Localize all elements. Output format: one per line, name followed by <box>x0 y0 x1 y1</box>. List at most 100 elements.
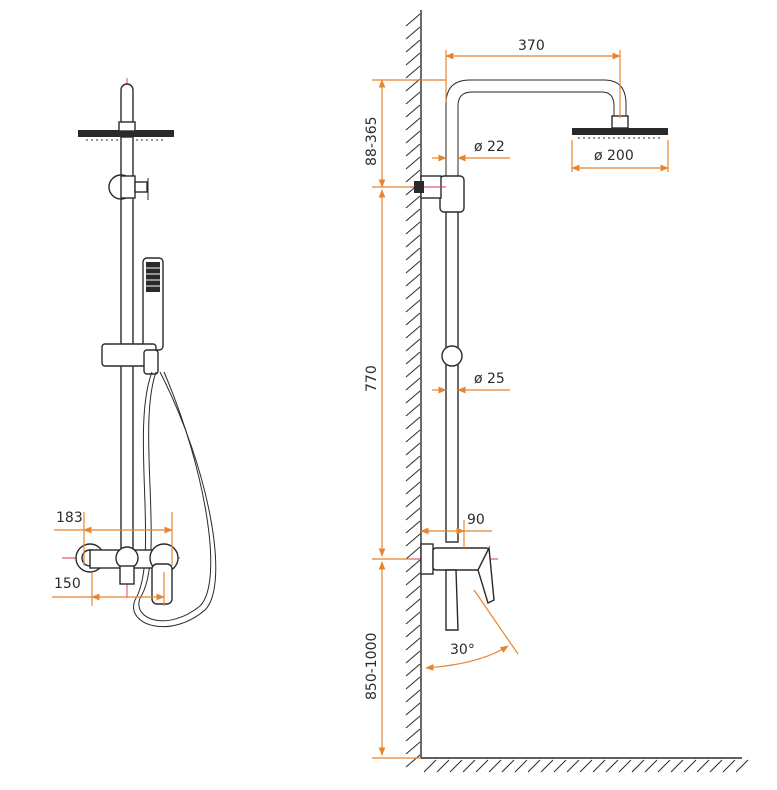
front-arm-stub <box>120 83 134 127</box>
floor-hatch-stroke <box>683 759 697 773</box>
floor-hatch-stroke <box>670 759 684 773</box>
wall-hatch-stroke <box>405 455 421 469</box>
floor-hatch-stroke <box>605 759 619 773</box>
front-mixer-lever <box>151 563 173 605</box>
wall-hatch-stroke <box>405 195 421 209</box>
floor-hatch-stroke <box>527 759 541 773</box>
dim-label-head-diameter: ø 200 <box>594 148 634 164</box>
floor-hatch-stroke <box>735 759 749 773</box>
dim-label-150: 150 <box>54 576 81 592</box>
wall-hatch-stroke <box>405 234 421 248</box>
wall-hatch-stroke <box>405 247 421 261</box>
dim-label-370: 370 <box>518 38 545 54</box>
floor-hatch-stroke <box>501 759 515 773</box>
wall-hatch-stroke <box>405 533 421 547</box>
angle-label-30: 30° <box>450 642 475 658</box>
floor-hatch-stroke <box>514 759 528 773</box>
dim-label-850-1000: 850-1000 <box>364 633 380 700</box>
wall-hatch-stroke <box>405 520 421 534</box>
wall-hatch-stroke <box>405 429 421 443</box>
wall-hatch-stroke <box>405 689 421 703</box>
wall-hatch-stroke <box>405 39 421 53</box>
wall-hatch-stroke <box>405 390 421 404</box>
front-view: 183 150 <box>52 78 217 628</box>
floor-hatch-stroke <box>631 759 645 773</box>
wall-hatch-stroke <box>405 156 421 170</box>
dim-label-88-365: 88-365 <box>364 116 380 166</box>
floor-hatch-stroke <box>618 759 632 773</box>
floor-hatch-stroke <box>566 759 580 773</box>
side-shower-arm <box>445 79 627 182</box>
wall-hatch-stroke <box>405 403 421 417</box>
front-hose <box>133 371 217 628</box>
floor-hatch-stroke <box>462 759 476 773</box>
wall-hatching <box>405 13 421 768</box>
wall-hatch-stroke <box>405 611 421 625</box>
wall-hatch-stroke <box>405 130 421 144</box>
dim-label-90: 90 <box>467 512 485 528</box>
floor-hatch-stroke <box>696 759 710 773</box>
wall-hatch-stroke <box>405 559 421 573</box>
floor-hatch-stroke <box>592 759 606 773</box>
wall-hatch-stroke <box>405 91 421 105</box>
wall-hatch-stroke <box>405 143 421 157</box>
dim-label-183: 183 <box>56 510 83 526</box>
side-mixer-wall-plate <box>420 543 434 575</box>
floor-hatch-stroke <box>449 759 463 773</box>
wall-hatch-stroke <box>405 442 421 456</box>
floor-hatch-stroke <box>709 759 723 773</box>
wall-hatch-stroke <box>405 273 421 287</box>
wall-hatch-stroke <box>405 208 421 222</box>
wall-hatch-stroke <box>405 260 421 274</box>
wall-hatch-stroke <box>405 728 421 742</box>
floor-hatch-stroke <box>553 759 567 773</box>
wall-hatch-stroke <box>405 221 421 235</box>
wall-hatch-stroke <box>405 78 421 92</box>
wall-hatch-stroke <box>405 637 421 651</box>
floor-hatch-stroke <box>423 759 437 773</box>
wall-hatch-stroke <box>405 663 421 677</box>
wall-hatch-stroke <box>405 338 421 352</box>
dim-label-770: 770 <box>364 365 380 392</box>
floor-hatch-stroke <box>488 759 502 773</box>
side-slider <box>441 345 463 367</box>
wall-hatch-stroke <box>405 598 421 612</box>
wall-hatch-stroke <box>405 299 421 313</box>
wall-hatch-stroke <box>405 65 421 79</box>
wall-hatch-stroke <box>405 702 421 716</box>
floor-hatch-stroke <box>657 759 671 773</box>
floor-hatch-stroke <box>475 759 489 773</box>
wall-hatch-stroke <box>405 364 421 378</box>
floor-hatch-stroke <box>579 759 593 773</box>
wall-hatch-stroke <box>405 13 421 27</box>
wall-hatch-stroke <box>405 325 421 339</box>
wall-hatch-stroke <box>405 585 421 599</box>
wall-hatch-stroke <box>405 169 421 183</box>
floor-hatching <box>423 759 749 773</box>
dim-label-rail-diameter: ø 25 <box>474 371 505 387</box>
front-hand-shower-face <box>146 262 160 292</box>
side-mixer-lever <box>477 545 495 604</box>
side-shower-head <box>572 128 668 135</box>
wall-hatch-stroke <box>405 416 421 430</box>
wall-hatch-stroke <box>405 468 421 482</box>
wall-hatch-stroke <box>405 494 421 508</box>
floor-hatch-stroke <box>644 759 658 773</box>
floor-hatch-stroke <box>722 759 736 773</box>
wall-hatch-stroke <box>405 715 421 729</box>
wall-hatch-stroke <box>405 507 421 521</box>
angle-arc-30 <box>425 645 509 671</box>
floor-hatch-stroke <box>436 759 450 773</box>
wall-hatch-stroke <box>405 572 421 586</box>
wall-hatch-stroke <box>405 624 421 638</box>
wall-hatch-stroke <box>405 481 421 495</box>
side-view: 370 88-365 ø 200 ø 22 ø 25 770 90 30° <box>364 10 749 773</box>
wall-hatch-stroke <box>405 117 421 131</box>
dim-label-arm-diameter: ø 22 <box>474 139 505 155</box>
wall-hatch-stroke <box>405 377 421 391</box>
wall-hatch-stroke <box>405 754 421 768</box>
wall-hatch-stroke <box>405 26 421 40</box>
wall-hatch-stroke <box>405 351 421 365</box>
wall-hatch-stroke <box>405 676 421 690</box>
